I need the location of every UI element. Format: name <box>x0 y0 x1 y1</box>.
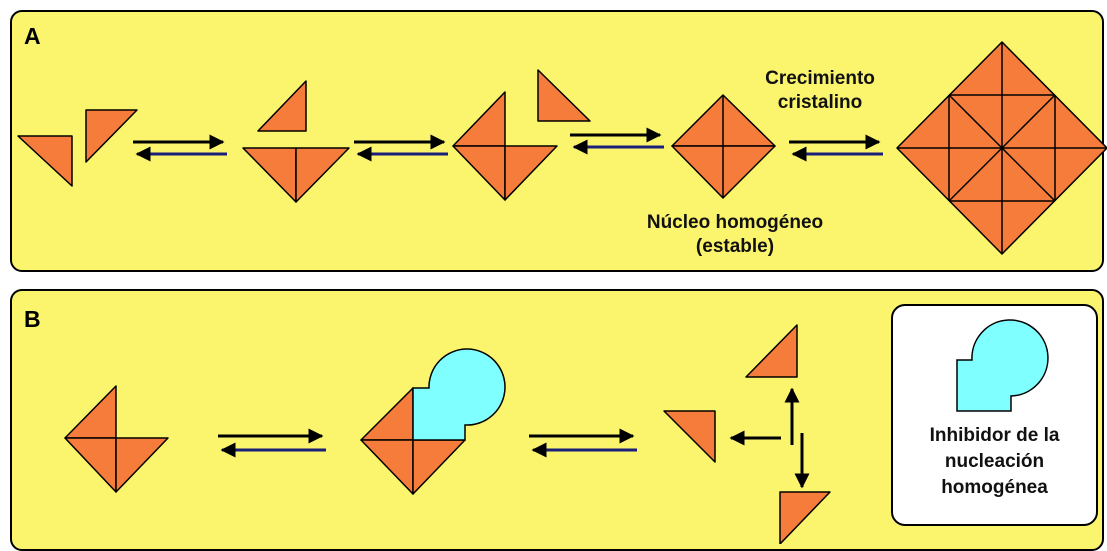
trimer-cluster-a <box>452 69 591 201</box>
legend-line2: nucleación <box>944 451 1045 472</box>
growth-label: Crecimiento cristalino <box>720 67 920 115</box>
stable-nucleus-a <box>671 94 776 199</box>
equilibrium-arrows-a1 <box>133 134 227 162</box>
equilibrium-arrows-b1 <box>218 428 326 458</box>
inhibitor-icon <box>956 319 1049 412</box>
equilibrium-arrows-a4 <box>789 134 883 162</box>
panel-a-letter: A <box>24 23 41 49</box>
dimer-cluster-a <box>242 80 350 203</box>
legend-line1: Inhibidor de la <box>929 425 1060 446</box>
equilibrium-arrows-a3 <box>570 127 664 155</box>
inhibited-cluster-b <box>360 348 506 495</box>
trimer-cluster-b <box>64 385 169 493</box>
dispersion-arrows-b <box>729 387 810 489</box>
nucleus-label: Núcleo homogéneo (estable) <box>600 211 870 259</box>
nucleus-label-line2: (estable) <box>695 236 775 257</box>
monomer-triangles-a <box>17 109 138 187</box>
inhibitor-legend-label: Inhibidor de la nucleación homogénea <box>896 423 1093 501</box>
nucleus-label-line1: Núcleo homogéneo <box>646 212 824 233</box>
dispersed-monomers-b <box>663 324 831 544</box>
growth-label-line1: Crecimiento <box>765 68 875 89</box>
panel-b-letter: B <box>24 306 41 332</box>
growth-label-line2: cristalino <box>777 92 863 113</box>
legend-line3: homogénea <box>941 477 1048 498</box>
inhibitor-bound <box>412 348 506 441</box>
grown-crystal-a <box>896 41 1107 255</box>
equilibrium-arrows-b2 <box>529 428 637 458</box>
equilibrium-arrows-a2 <box>354 134 448 162</box>
